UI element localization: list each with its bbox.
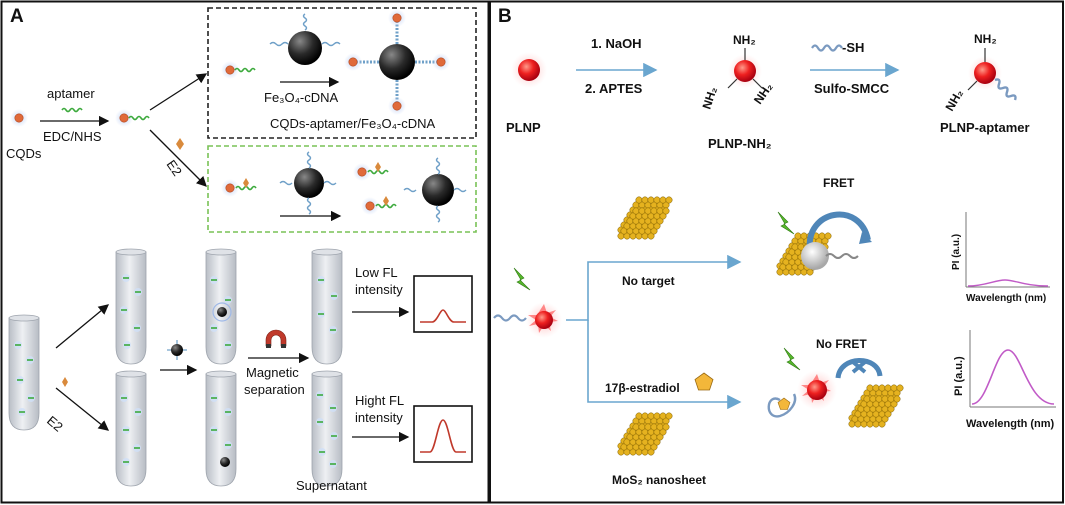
fe3o4-cdna-label: Fe₃O₄-cDNA [264, 90, 338, 105]
edc-label: EDC/NHS [43, 129, 102, 144]
pl-plot-no-fret [969, 330, 1056, 408]
low-fl-label-2: intensity [355, 282, 403, 297]
panel-a: A CQDs aptamer EDC/NHS E2 Fe₃O₄-cDNA [0, 0, 490, 504]
panel-b-letter: B [498, 6, 512, 27]
target-arrow [587, 320, 742, 410]
cqds-label: CQDs [6, 146, 42, 161]
complex-label: CQDs-aptamer/Fe₃O₄-cDNA [270, 116, 436, 131]
supernatant-label: Supernatant [296, 478, 367, 493]
cqd-bare [9, 108, 29, 128]
plnp-aptamer-particle [967, 48, 1017, 101]
low-fl-plot [413, 275, 473, 333]
thiol-aptamer [811, 44, 843, 52]
tube-top-1 [115, 248, 147, 365]
tube-top-3 [311, 248, 343, 365]
arrow-to-e2 [149, 129, 207, 187]
no-target-label: No target [622, 274, 675, 288]
panel-a-letter: A [10, 6, 24, 27]
plnp-label: PLNP [506, 120, 541, 135]
panel-b: B PLNP 1. NaOH 2. APTES NH₂ NH₂ NH₂ PLNP… [489, 0, 1064, 504]
smcc-label: Sulfo-SMCC [814, 81, 890, 96]
plnp-aptamer-label: PLNP-aptamer [940, 120, 1030, 135]
low-fl-label-1: Low FL [355, 265, 398, 280]
tube-top-2 [205, 248, 237, 365]
pl-axis-fret: PI (a.u.) [951, 234, 962, 270]
estradiol-pentagon [694, 372, 714, 391]
complex-particle [343, 8, 451, 116]
sh-label: -SH [842, 40, 864, 55]
estradiol-label: 17β-estradiol [605, 381, 680, 395]
e2-top-label: E2 [164, 157, 185, 179]
no-target-arrow [566, 254, 742, 321]
plnp-nh2-particle [727, 48, 763, 89]
plnp-aptamer-probe [493, 302, 562, 338]
tube-bottom-3 [311, 370, 343, 487]
magnetic-label-1: Magnetic [246, 365, 299, 380]
magnetic-particle-icon [167, 340, 187, 360]
step-2-label: 2. APTES [585, 81, 643, 96]
fe3o4-particle-mid [279, 151, 337, 215]
plnp-particle [511, 52, 547, 88]
pl-plot-fret [965, 212, 1050, 288]
e2-diamond-top [176, 138, 184, 150]
nh2-left-label: NH₂ [700, 85, 720, 111]
fret-label: FRET [823, 176, 855, 190]
nh2-apt-top-label: NH₂ [974, 32, 997, 46]
high-fl-label-2: intensity [355, 410, 403, 425]
high-fl-plot [413, 405, 473, 463]
nh2-top-label: NH₂ [733, 33, 756, 47]
tube-start [8, 314, 40, 431]
tube-bottom-1 [115, 370, 147, 487]
high-fl-label-1: Hight FL [355, 393, 404, 408]
cqd-aptamer-e2 [220, 178, 257, 198]
step-1-label: 1. NaOH [591, 36, 642, 51]
tube-arrow-up [55, 304, 110, 349]
wavelength-fret: Wavelength (nm) [966, 293, 1046, 304]
no-fret-assembly [767, 347, 903, 427]
magnet-icon [265, 329, 287, 348]
complex-box [207, 7, 477, 139]
e2-diamond-bottom [62, 377, 68, 387]
arrow-to-complex [149, 73, 208, 111]
cqd-aptamer-e2-products [352, 162, 397, 216]
panel-b-border [489, 0, 1064, 504]
fret-assembly [777, 211, 872, 275]
fe3o4-cdna-particle [269, 13, 341, 65]
plnp-nh2-label: PLNP-NH₂ [708, 136, 772, 151]
tube-bottom-2 [205, 370, 237, 487]
pl-axis-no-fret: PI (a.u.) [953, 356, 965, 396]
e2-box [207, 145, 477, 233]
fe3o4-particle-right [403, 157, 467, 223]
panel-a-border [0, 0, 490, 504]
aptamer-label: aptamer [47, 86, 95, 101]
mos2-label: MoS₂ nanosheet [612, 473, 706, 487]
tube-arrow-down [55, 387, 110, 431]
magnetic-label-2: separation [244, 382, 305, 397]
no-fret-label: No FRET [816, 337, 867, 351]
wavelength-no-fret: Wavelength (nm) [966, 418, 1055, 430]
